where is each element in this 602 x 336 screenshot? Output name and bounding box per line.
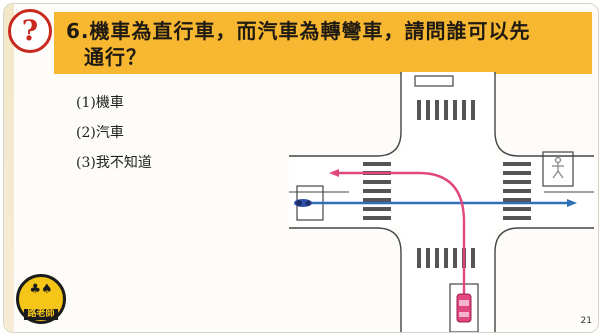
logo-figures-icon: ♣♠ <box>29 282 53 297</box>
top-crosswalk <box>417 100 475 120</box>
right-stop-box <box>542 151 574 187</box>
answer-options: (1)機車 (2)汽車 (3)我不知道 <box>76 92 152 182</box>
page-number: 21 <box>580 316 592 326</box>
motorcycle-icon <box>294 199 312 207</box>
pedestrian-signal-icon <box>552 156 564 179</box>
slide: ? 6.機車為直行車，而汽車為轉彎車，請問誰可以先 通行？ (1)機車 (2)汽… <box>3 3 599 333</box>
road-edge-top-right <box>494 72 594 157</box>
option-2[interactable]: (2)汽車 <box>76 125 124 141</box>
road-edge-top-left <box>289 72 402 157</box>
logo-word: 路老師 <box>24 309 58 320</box>
car-turn-path-arrowhead <box>329 169 339 177</box>
option-1[interactable]: (1)機車 <box>76 95 124 111</box>
brand-logo: ♣♠ 路老師 <box>16 274 66 324</box>
question-mark-icon: ? <box>8 9 52 53</box>
top-stop-box <box>414 75 454 87</box>
road-edge-bottom-left <box>289 227 402 332</box>
car-turn-path <box>339 171 466 296</box>
question-title-line1: 6.機車為直行車，而汽車為轉彎車，請問誰可以先 <box>66 19 531 43</box>
road-edge-bottom-right <box>494 227 594 332</box>
question-title: 6.機車為直行車，而汽車為轉彎車，請問誰可以先 通行？ <box>54 12 592 74</box>
intersection-diagram <box>289 72 594 332</box>
question-title-line2: 通行？ <box>84 45 147 69</box>
right-crosswalk <box>503 162 531 220</box>
option-3[interactable]: (3)我不知道 <box>76 155 152 171</box>
car-icon <box>456 293 472 323</box>
motorcycle-path-arrowhead <box>567 199 577 207</box>
slide-left-stripe <box>4 4 14 332</box>
